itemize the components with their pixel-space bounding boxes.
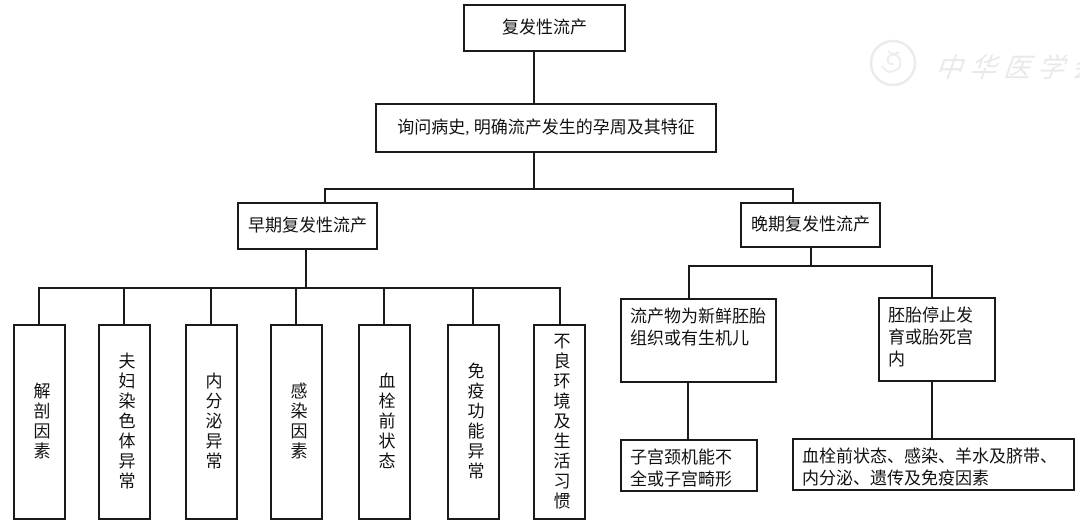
late-finding-embryo-demise-box: 胚胎停止发育或胎死宫内 (878, 297, 996, 382)
connector-line (533, 153, 535, 190)
early-rsa-label: 早期复发性流产 (248, 215, 367, 235)
connector-line (210, 287, 212, 324)
factor-label: 内分泌异常 (202, 372, 222, 472)
cause-cervical-incompetence-box: 子宫颈机能不全或子宫畸形 (620, 439, 758, 492)
connector-line (123, 287, 125, 324)
factor-box-prethrombotic: 血栓前状态 (358, 324, 411, 520)
connector-line (931, 382, 933, 438)
connector-line (472, 287, 474, 324)
connector-line (38, 287, 40, 324)
connector-line (687, 383, 689, 439)
cma-watermark: 中华医学会 (868, 38, 1080, 93)
factor-box-endocrine: 内分泌异常 (185, 324, 238, 520)
connector-line (295, 287, 297, 324)
connector-line (324, 188, 326, 203)
factor-label: 解剖因素 (30, 382, 50, 462)
connector-line (324, 188, 794, 190)
factor-box-chromosomal: 夫妇染色体异常 (98, 324, 151, 520)
connector-line (688, 265, 933, 267)
root-box-recurrent-miscarriage: 复发性流产 (463, 4, 626, 52)
factor-box-immune: 免疫功能异常 (447, 324, 500, 520)
cma-watermark-text: 中华医学会 (934, 53, 1080, 83)
cause-label: 血栓前状态、感染、羊水及脐带、内分泌、遗传及免疫因素 (802, 447, 1057, 489)
connector-line (383, 287, 385, 324)
factor-label: 免疫功能异常 (464, 362, 484, 482)
late-finding-label: 流产物为新鲜胚胎组织或有生机儿 (630, 307, 766, 349)
factor-box-anatomical: 解剖因素 (13, 324, 66, 520)
factor-label: 夫妇染色体异常 (115, 352, 135, 492)
connector-line (792, 188, 794, 203)
late-finding-fresh-embryo-box: 流产物为新鲜胚胎组织或有生机儿 (620, 298, 777, 383)
connector-line (931, 265, 933, 297)
factor-label: 不良环境及生活习惯 (550, 332, 570, 512)
history-inquiry-box: 询问病史, 明确流产发生的孕周及其特征 (375, 103, 717, 153)
factor-box-infection: 感染因素 (270, 324, 323, 520)
early-rsa-box: 早期复发性流产 (237, 202, 378, 250)
factor-label: 感染因素 (287, 382, 307, 462)
connector-line (810, 248, 812, 267)
cause-multifactor-box: 血栓前状态、感染、羊水及脐带、内分泌、遗传及免疫因素 (792, 438, 1075, 491)
late-rsa-box: 晚期复发性流产 (740, 202, 881, 248)
history-inquiry-label: 询问病史, 明确流产发生的孕周及其特征 (397, 117, 695, 137)
late-finding-label: 胚胎停止发育或胎死宫内 (888, 306, 973, 370)
factor-label: 血栓前状态 (375, 372, 395, 472)
connector-line (38, 287, 561, 289)
connector-line (533, 52, 535, 103)
cause-label: 子宫颈机能不全或子宫畸形 (630, 448, 732, 490)
late-rsa-label: 晚期复发性流产 (751, 214, 870, 234)
root-box-label: 复发性流产 (502, 17, 587, 37)
connector-line (305, 250, 307, 289)
cma-logo-icon (868, 38, 918, 93)
connector-line (688, 265, 690, 298)
factor-box-environment-lifestyle: 不良环境及生活习惯 (533, 324, 586, 520)
connector-line (559, 287, 561, 324)
